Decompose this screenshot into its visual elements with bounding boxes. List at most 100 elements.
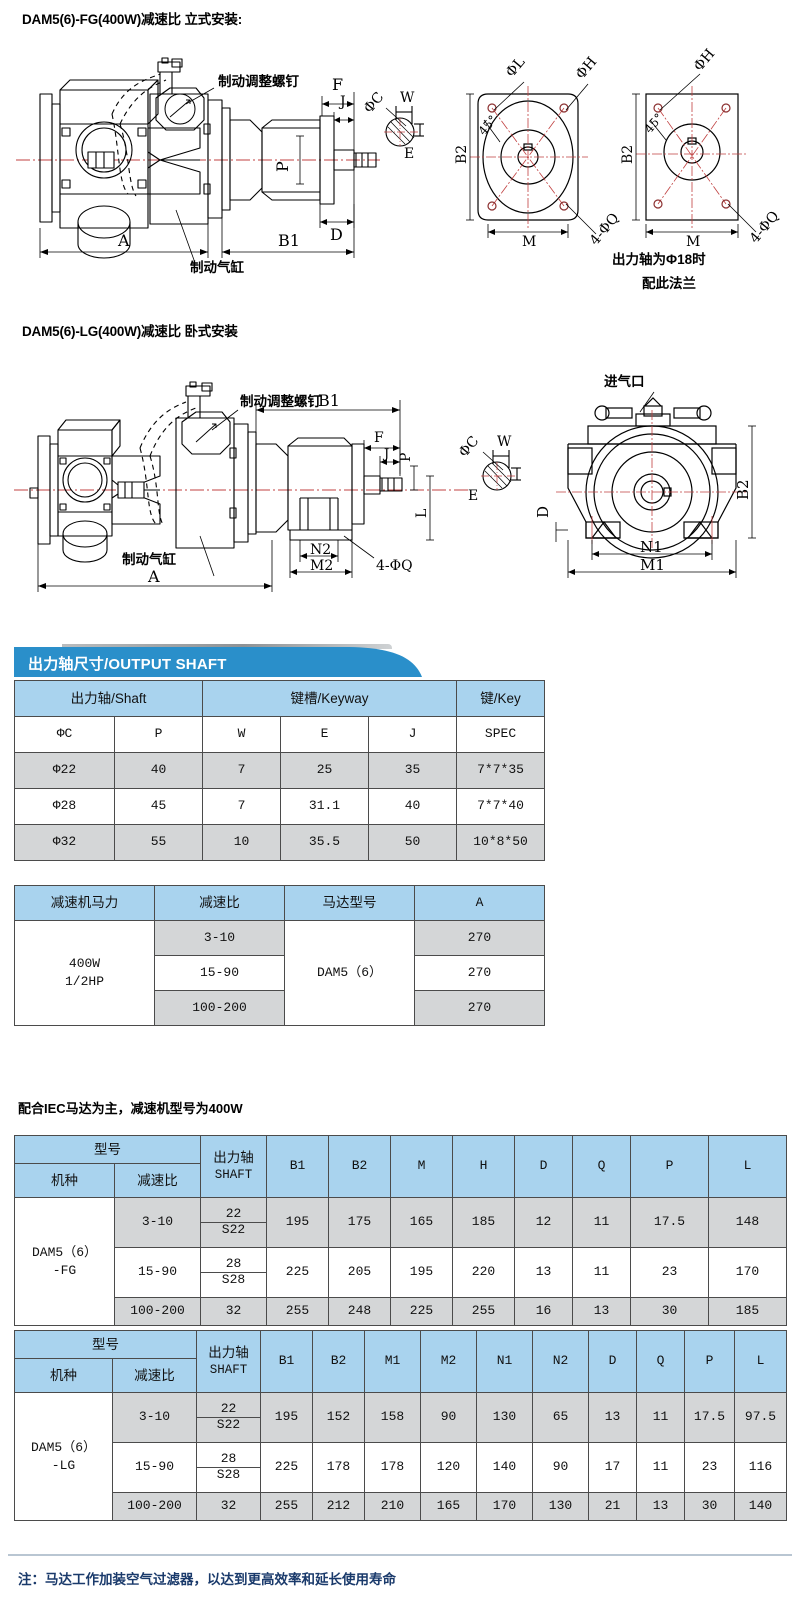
dim-label-B2-h: B2 [734,479,752,500]
model-line-1: DAM5（6） [31,1244,97,1260]
cell-shaft-dia: Φ28 [14,788,115,825]
cell-Q: 13 [572,1297,631,1326]
cell-E: 31.1 [280,788,369,825]
dim-label-D: D [330,225,343,244]
cell-power: 400W 1/2HP [14,920,155,1026]
group-header-model: 型号 [14,1135,201,1164]
power-line-2: 1/2HP [64,974,104,989]
dim-label-L-h: L [414,509,430,518]
cell-B2: 205 [328,1247,391,1298]
col-gearbox-power: 减速机马力 [14,885,155,921]
col-M1: M1 [364,1330,421,1393]
cell-ratio: 15-90 [114,1247,201,1298]
table-row: 15-90 270 [15,955,545,991]
label-flange-note-2: 配此法兰 [642,275,696,291]
cell-H: 255 [452,1297,515,1326]
cell-D: 16 [514,1297,573,1326]
cell-Q: 11 [636,1442,685,1493]
col-motor-model: 马达型号 [284,885,415,921]
group-header-keyway: 键槽/Keyway [201,680,458,717]
cell-L: 97.5 [734,1392,787,1443]
cell-M2: 120 [420,1442,477,1493]
cell-P: 23 [630,1247,709,1298]
col-reduction-ratio: 减速比 [112,1358,197,1393]
table-row-sub-header: 机种 减速比 [14,1163,787,1198]
footer-divider [8,1554,792,1556]
cell-D: 12 [514,1197,573,1248]
table-row: DAM5（6） -FG 3-10 22 S22 195 175 165 185 … [14,1197,787,1326]
dim-label-W-h: W [497,434,512,450]
table-row-columns: ΦC P W E J SPEC [14,716,546,753]
cell-shaft: 28 S28 [200,1247,267,1298]
col-machine-type: 机种 [14,1163,115,1198]
cell-shaft: 32 [200,1297,267,1326]
dia-label-C: ΦC [361,89,388,116]
table-row-group-header: 出力轴/Shaft 键槽/Keyway 键/Key [14,680,546,717]
cell-L: 116 [734,1442,787,1493]
dim-label-A: A [117,231,130,250]
col-B1: B1 [260,1330,313,1393]
banner-shadow [62,644,392,649]
cell-spec: 7*7*40 [456,788,546,825]
dim-label-M-b: M [686,234,700,250]
cell-P: 30 [630,1297,709,1326]
col-M: M [390,1135,453,1198]
cell-spec: 7*7*35 [456,752,546,789]
col-A: A [414,885,545,921]
table-row: 15-90 28 S28 225 205 195 220 13 11 23 17… [15,1247,787,1298]
shaft-label-cjk: 出力轴 [208,1344,249,1360]
table-row: Φ28 45 7 31.1 40 7*7*40 [14,788,546,825]
col-B2: B2 [328,1135,391,1198]
table-row: 100-200 32 255 248 225 255 16 13 30 185 [15,1297,787,1326]
cell-B2: 178 [312,1442,365,1493]
label-4-phi-Q-b: 4-ΦQ [747,208,783,246]
dim-label-F: F [332,75,343,94]
shaft-top: 28 [197,1451,260,1468]
cell-Q: 11 [572,1247,631,1298]
dim-label-B2-b: B2 [620,145,636,164]
dia-label-H-a: ΦH [573,54,600,82]
col-B1: B1 [266,1135,329,1198]
cell-ratio: 15-90 [112,1442,197,1493]
dim-label-M2: M2 [310,558,333,574]
cell-E: 35.5 [280,824,369,861]
cell-D: 17 [588,1442,637,1493]
label-air-inlet: 进气口 [604,373,645,389]
cell-P: 45 [114,788,203,825]
table-row: 400W 1/2HP 3-10 DAM5（6） 270 [14,920,545,1026]
col-machine-type: 机种 [14,1358,113,1393]
cell-N2: 65 [532,1392,589,1443]
label-brake-adjust-screw-2: 制动调整螺钉 [240,393,321,409]
cell-D: 13 [514,1247,573,1298]
col-B2: B2 [312,1330,365,1393]
cell-H: 185 [452,1197,515,1248]
cell-P: 40 [114,752,203,789]
cell-M1: 210 [364,1492,421,1521]
cell-P: 23 [684,1442,735,1493]
col-D: D [588,1330,637,1393]
horizontal-mount-title: DAM5(6)-LG(400W)减速比 卧式安装 [22,324,238,339]
banner-label: 出力轴尺寸/OUTPUT SHAFT [28,656,227,673]
cell-A: 270 [414,990,545,1026]
cell-N1: 140 [476,1442,533,1493]
vertical-mount-title: DAM5(6)-FG(400W)减速比 立式安装: [22,12,242,27]
col-H: H [452,1135,515,1198]
cell-shaft: 32 [196,1492,261,1521]
dim-label-W: W [400,90,415,106]
cell-Q: 13 [636,1492,685,1521]
cell-ratio: 3-10 [154,920,285,956]
cell-model: DAM5（6） -LG [14,1392,113,1521]
cell-shaft: 28 S28 [196,1442,261,1493]
cell-P: 17.5 [684,1392,735,1443]
label-flange-note-1: 出力轴为Φ18时 [612,251,706,267]
cell-N1: 170 [476,1492,533,1521]
col-Q: Q [636,1330,685,1393]
cell-B1: 255 [260,1492,313,1521]
cell-P: 55 [114,824,203,861]
cell-B2: 175 [328,1197,391,1248]
cell-E: 25 [280,752,369,789]
dim-label-E: E [404,146,414,162]
power-line-1: 400W [68,956,101,972]
col-W: W [202,716,281,753]
